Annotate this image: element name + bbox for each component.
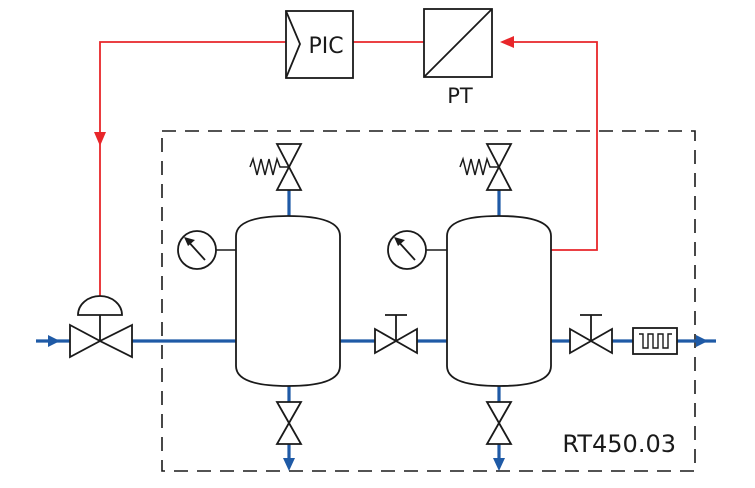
signal-arrow-down-icon <box>94 132 106 146</box>
relief-valve-1[interactable] <box>249 143 303 191</box>
drain2-arrow-icon <box>493 458 505 471</box>
tank-1 <box>235 215 341 387</box>
system-boundary <box>161 130 696 472</box>
pressure-gauge-2 <box>387 230 447 270</box>
manual-valve-outlet[interactable] <box>569 314 613 355</box>
outlet-silencer <box>632 327 678 355</box>
signal-arrow-left-icon <box>500 36 514 48</box>
drain-valve-2[interactable] <box>485 401 513 445</box>
drain1-arrow-icon <box>283 458 295 471</box>
outlet-arrow-icon <box>696 335 708 347</box>
tank-2 <box>446 215 552 387</box>
pic-label: PIC <box>308 34 343 59</box>
drain-valve-1[interactable] <box>275 401 303 445</box>
inlet-arrow-icon <box>48 335 60 347</box>
unit-id-label: RT450.03 <box>562 430 676 458</box>
control-valve[interactable] <box>69 295 133 359</box>
pressure-gauge-1 <box>177 230 236 270</box>
signal-pic-to-valve <box>99 41 286 298</box>
process-lines <box>36 190 716 462</box>
signal-tank2-to-pt <box>512 41 598 251</box>
spring-icon <box>249 156 289 176</box>
pt-label: PT <box>447 84 473 108</box>
manual-valve-middle[interactable] <box>374 314 418 355</box>
signal-lines <box>99 41 598 298</box>
pt-transmitter: PT <box>423 8 493 108</box>
pic-controller: PIC <box>285 10 354 79</box>
relief-valve-2[interactable] <box>459 143 513 191</box>
spring-icon <box>459 156 499 176</box>
